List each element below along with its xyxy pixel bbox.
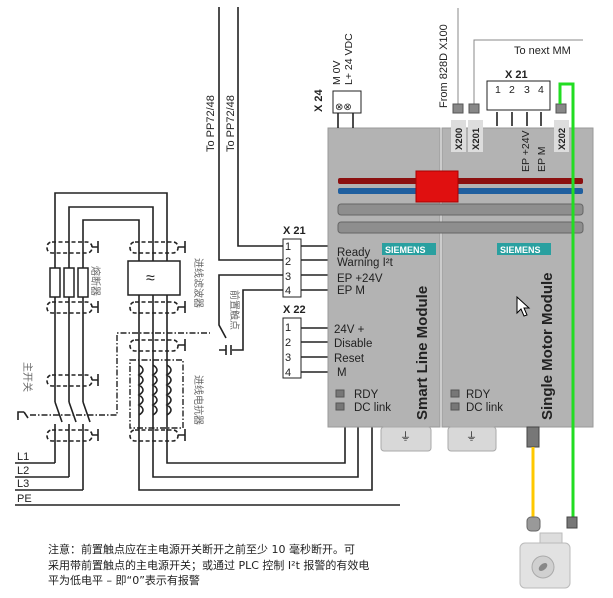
busbar-connector	[415, 170, 459, 203]
label-l2: L2	[17, 465, 29, 477]
rdy-label: RDY	[354, 389, 379, 401]
note-line: 采用带前置触点的主电源开关；或通过 PLC 控制 I²t 报警的有效电	[48, 558, 370, 572]
siemens-logo	[382, 243, 436, 255]
to-next-mm-label: To next MM	[514, 45, 571, 57]
dc-link-label: DC link	[354, 402, 391, 414]
x200-label: X200	[454, 128, 465, 150]
smm-leds: RDY DC link	[450, 389, 503, 414]
dc-link-led	[450, 402, 460, 411]
terminal-screw-icon: ⊗⊗	[335, 102, 352, 113]
to-pp72-label-b: To PP72/48	[225, 95, 237, 152]
x22-label: X 22	[283, 304, 306, 316]
ground-icon: ⏚	[400, 430, 411, 443]
label-pe: PE	[17, 493, 32, 505]
signal-warning: Warning I²t	[337, 257, 394, 269]
pin-3: 3	[524, 84, 530, 96]
phase-labels: L1 L2 L3 PE	[17, 451, 32, 505]
line-reactor	[129, 359, 184, 429]
line-filter-label: 进线滤波器	[192, 258, 205, 308]
drive-cliq-ports: X200 X201 X202	[451, 103, 569, 152]
cable-shields	[46, 241, 186, 442]
smm-x21-terminal: X 21 1 2 3 4 EP +24V EP M	[486, 69, 551, 172]
line-filter: ≈	[127, 260, 181, 296]
x202-label: X202	[557, 128, 568, 150]
x201-label: X201	[471, 127, 482, 150]
x24-l-label: L+ 24 VDC	[343, 33, 355, 85]
pin-3: 3	[285, 271, 291, 283]
mouse-cursor-icon	[516, 295, 531, 317]
x21-label: X 21	[505, 69, 528, 81]
slm-x21-terminal: X 21 1 2 3 4	[282, 225, 328, 298]
signal-reset: Reset	[334, 353, 365, 365]
rdy-led	[450, 389, 460, 398]
signal-disable: Disable	[334, 338, 372, 350]
siemens-logo-text: SIEMENS	[385, 245, 426, 255]
pin-2: 2	[285, 256, 291, 268]
pin-1: 1	[285, 322, 291, 334]
dc-link-led	[335, 402, 345, 411]
cable-connector	[566, 516, 578, 529]
single-motor-module[interactable]	[441, 127, 594, 428]
signal-ready: Ready	[337, 247, 370, 259]
signal-epm: EP M	[337, 285, 365, 297]
main-switch-label: 主开关	[21, 362, 34, 392]
x21-label: X 21	[283, 225, 306, 237]
slm-signal-labels: Ready Warning I²t EP +24V EP M 24V + Dis…	[334, 247, 394, 379]
rdy-label: RDY	[466, 389, 491, 401]
motor-encoder-connector	[519, 532, 571, 589]
siemens-logo	[497, 243, 551, 255]
x24-terminal: X 24 M 0V L+ 24 VDC ⊗⊗	[313, 33, 362, 128]
label-l1: L1	[17, 451, 29, 463]
epm-label: EP M	[536, 147, 548, 172]
rdy-led	[335, 389, 345, 398]
x24-label: X 24	[313, 88, 325, 112]
pin-1: 1	[495, 84, 501, 96]
leading-contact-label: 前置触点	[228, 290, 241, 330]
main-switch	[17, 332, 210, 424]
slm-title: Smart Line Module	[414, 286, 431, 420]
pin-3: 3	[285, 352, 291, 364]
slm-leds: RDY DC link	[335, 389, 391, 414]
x24-m-label: M 0V	[331, 60, 343, 85]
pin-1: 1	[285, 241, 291, 253]
pin-4: 4	[285, 285, 291, 297]
fuses	[49, 267, 89, 298]
from-828d-label: From 828D X100	[438, 24, 450, 108]
note-line: 注意：前置触点应在主电源开关断开之前至少 10 毫秒断开。可	[48, 543, 355, 556]
siemens-logo-text: SIEMENS	[500, 245, 541, 255]
pin-2: 2	[285, 337, 291, 349]
ground-terminals: ⏚ ⏚	[380, 426, 497, 452]
note-line: 平为低电平 – 即“0”表示有报警	[48, 574, 200, 587]
filter-symbol-icon: ≈	[146, 270, 155, 287]
dc-link-label: DC link	[466, 402, 503, 414]
encoder-port	[526, 426, 540, 448]
ep24-label: EP +24V	[520, 130, 532, 172]
drive-cliq-cable	[558, 82, 575, 520]
ground-icon: ⏚	[466, 430, 477, 443]
control-wires	[218, 7, 283, 355]
cable-plug	[526, 516, 541, 532]
power-wiring	[15, 192, 400, 506]
pin-4: 4	[285, 367, 291, 379]
to-pp72-label-a: To PP72/48	[205, 95, 217, 152]
line-reactor-label: 进线电抗器	[192, 375, 205, 425]
dc-link-busbars	[337, 170, 584, 234]
pin-4: 4	[538, 84, 544, 96]
pin-2: 2	[509, 84, 515, 96]
slm-x22-terminal: X 22 1 2 3 4	[282, 304, 328, 379]
signal-24v: 24V +	[334, 324, 365, 336]
signal-ep24: EP +24V	[337, 273, 383, 285]
smm-title: Single Motor Module	[539, 273, 556, 421]
note-text: 注意：前置触点应在主电源开关断开之前至少 10 毫秒断开。可 采用带前置触点的主…	[48, 542, 408, 589]
signal-m: M	[337, 367, 347, 379]
label-l3: L3	[17, 478, 29, 490]
fuse-label: 熔断器	[89, 266, 102, 296]
